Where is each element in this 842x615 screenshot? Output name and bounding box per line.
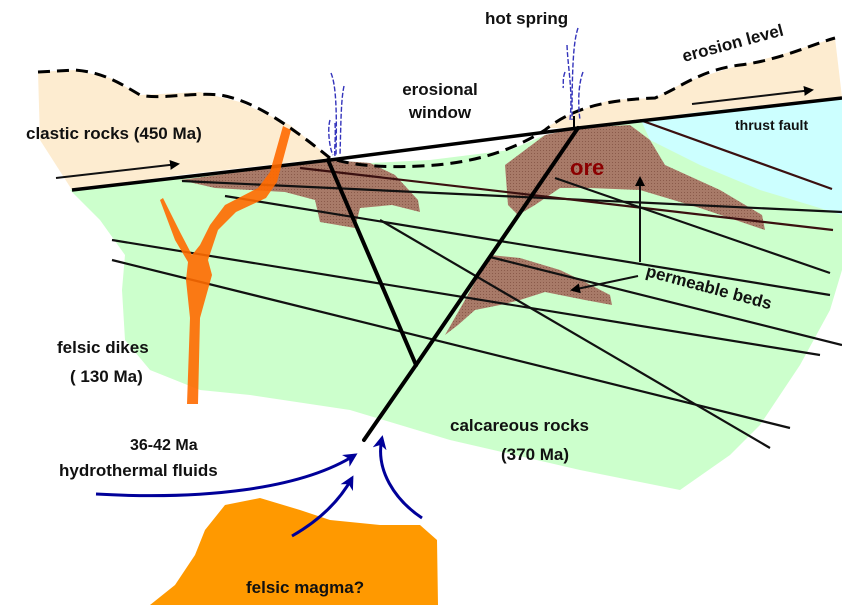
- label-calcareous-rocks-1: calcareous rocks: [450, 416, 589, 435]
- erosion-level-line: [37, 36, 836, 169]
- bed-line: [299, 166, 834, 232]
- label-felsic-dikes-2: ( 130 Ma): [70, 367, 143, 386]
- label-calcareous-rocks-2: (370 Ma): [501, 445, 569, 464]
- hot-spring-right-icon: [562, 27, 584, 121]
- felsic-magma-body: [150, 498, 438, 605]
- bed-line: [111, 258, 791, 430]
- label-erosional-window-1: erosional: [402, 80, 478, 99]
- felsic-dike: [160, 126, 291, 404]
- bed-line: [639, 118, 833, 191]
- bed-line: [554, 176, 831, 275]
- fault-right-branch: [414, 126, 580, 367]
- bed-line: [181, 179, 842, 214]
- fluid-arrow-2: [291, 475, 354, 538]
- fault-trunk: [362, 363, 418, 442]
- hydrothermal-fluid-arrows: [95, 435, 423, 538]
- fault-left-branch: [326, 158, 418, 367]
- clastic-rocks-unit-left: [38, 70, 330, 190]
- bedding-lines: [111, 118, 842, 449]
- pointer-arrow-bed: [570, 275, 639, 294]
- bed-line: [224, 194, 831, 297]
- ore-body-upper-left: [180, 160, 420, 228]
- thrust-arrow-right: [691, 85, 814, 105]
- fluid-arrow-1: [95, 453, 358, 498]
- label-clastic-rocks: clastic rocks (450 Ma): [26, 124, 202, 143]
- ore-body-lower: [445, 255, 612, 335]
- clastic-rocks-unit-right: [545, 38, 842, 128]
- bed-line: [379, 219, 771, 449]
- hot-spring-left-icon: [328, 72, 345, 157]
- label-hot-spring: hot spring: [485, 9, 568, 28]
- normal-faults: [326, 126, 580, 442]
- label-hydrothermal-fluids: hydrothermal fluids: [59, 461, 218, 480]
- fluid-arrow-3: [372, 435, 423, 520]
- label-erosional-window-2: window: [408, 103, 472, 122]
- bed-line: [489, 255, 842, 347]
- bed-line: [111, 238, 821, 357]
- thrust-arrow-left: [55, 159, 180, 179]
- label-fluid-age: 36-42 Ma: [130, 437, 198, 454]
- label-felsic-dikes-1: felsic dikes: [57, 338, 149, 357]
- label-thrust-fault: thrust fault: [735, 117, 808, 133]
- label-ore: ore: [570, 155, 604, 180]
- label-felsic-magma: felsic magma?: [246, 578, 364, 597]
- thrust-fault-line: [71, 96, 842, 192]
